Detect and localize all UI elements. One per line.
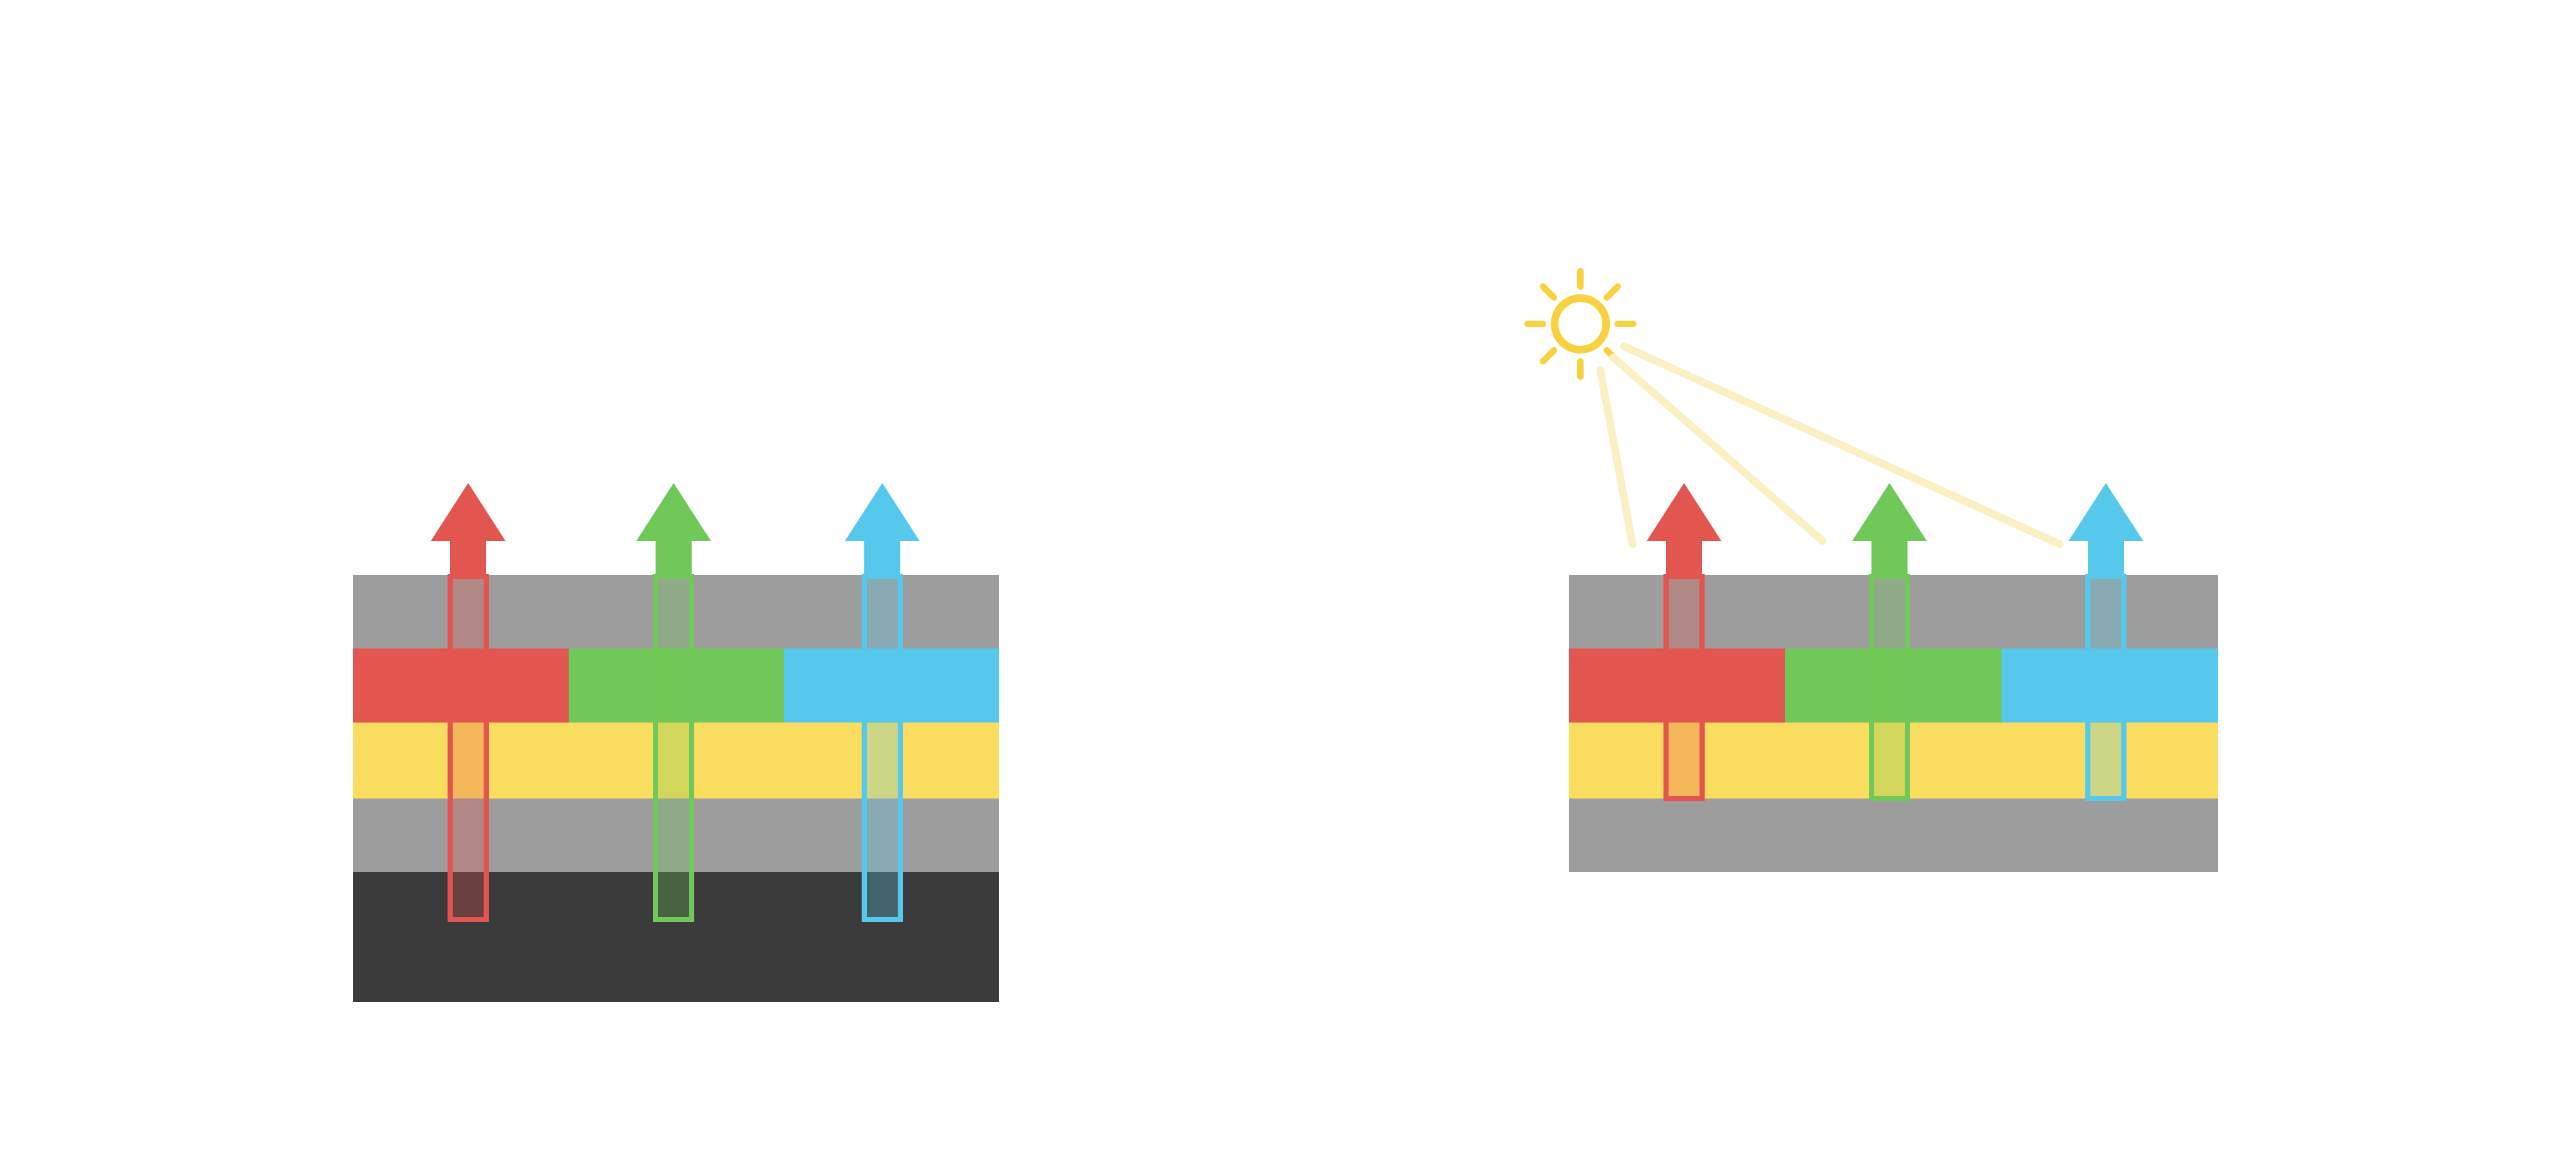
left-cyan-arrow-shaft — [864, 540, 900, 576]
right-cyan-light-arrow — [2069, 483, 2143, 801]
left-subpixel-cyan — [784, 648, 999, 723]
right-green-arrow-head — [1852, 483, 1927, 541]
right-green-light-arrow — [1852, 483, 1927, 801]
left-cyan-arrow-head — [845, 483, 920, 541]
right-layer-gray-base — [1569, 799, 2218, 872]
right-subpixel-cyan — [2002, 648, 2218, 723]
left-cyan-light-arrow — [845, 483, 920, 922]
left-subpixel-red — [353, 648, 569, 723]
right-cyan-arrow-shaft-through-stack — [2085, 574, 2126, 801]
right-cyan-arrow-shaft — [2088, 540, 2124, 576]
left-subpixel-green — [569, 648, 784, 723]
right-red-arrow-head — [1647, 483, 1721, 541]
left-layer-gray-mid — [353, 799, 999, 872]
right-cyan-arrow-head — [2069, 483, 2143, 541]
left-green-arrow-head — [636, 483, 711, 541]
right-red-light-arrow — [1647, 483, 1721, 801]
left-red-light-arrow — [431, 483, 506, 922]
left-green-arrow-shaft-through-stack — [653, 574, 694, 922]
left-layer-yellow — [353, 723, 999, 799]
incident-light-beams — [1596, 343, 2063, 548]
left-layer-gray-top — [353, 575, 999, 648]
right-layer-yellow — [1569, 723, 2218, 799]
right-red-arrow-shaft — [1666, 540, 1702, 576]
backlit-display-diagram — [353, 483, 999, 1002]
left-red-arrow-head — [431, 483, 506, 541]
sun-disc — [1551, 294, 1610, 354]
incident-light-beam — [1620, 343, 2063, 548]
sun-ray-tick — [1604, 283, 1621, 301]
right-subpixel-green — [1785, 648, 2002, 723]
left-red-arrow-shaft — [450, 540, 486, 576]
incident-light-beam — [1609, 354, 1826, 545]
left-green-light-arrow — [636, 483, 711, 922]
incident-light-beam — [1596, 366, 1636, 548]
sun-ray-tick — [1540, 347, 1557, 364]
right-green-arrow-shaft — [1871, 540, 1908, 576]
sun-ray-tick — [1540, 283, 1557, 301]
left-cyan-arrow-shaft-through-stack — [862, 574, 903, 922]
left-red-arrow-shaft-through-stack — [448, 574, 489, 922]
left-layer-dark-base — [353, 872, 999, 1002]
right-layer-gray-top — [1569, 575, 2218, 648]
right-red-arrow-shaft-through-stack — [1663, 574, 1705, 801]
right-green-arrow-shaft-through-stack — [1869, 574, 1910, 801]
reflective-display-diagram — [1524, 268, 2218, 872]
left-green-arrow-shaft — [656, 540, 692, 576]
right-subpixel-red — [1569, 648, 1785, 723]
